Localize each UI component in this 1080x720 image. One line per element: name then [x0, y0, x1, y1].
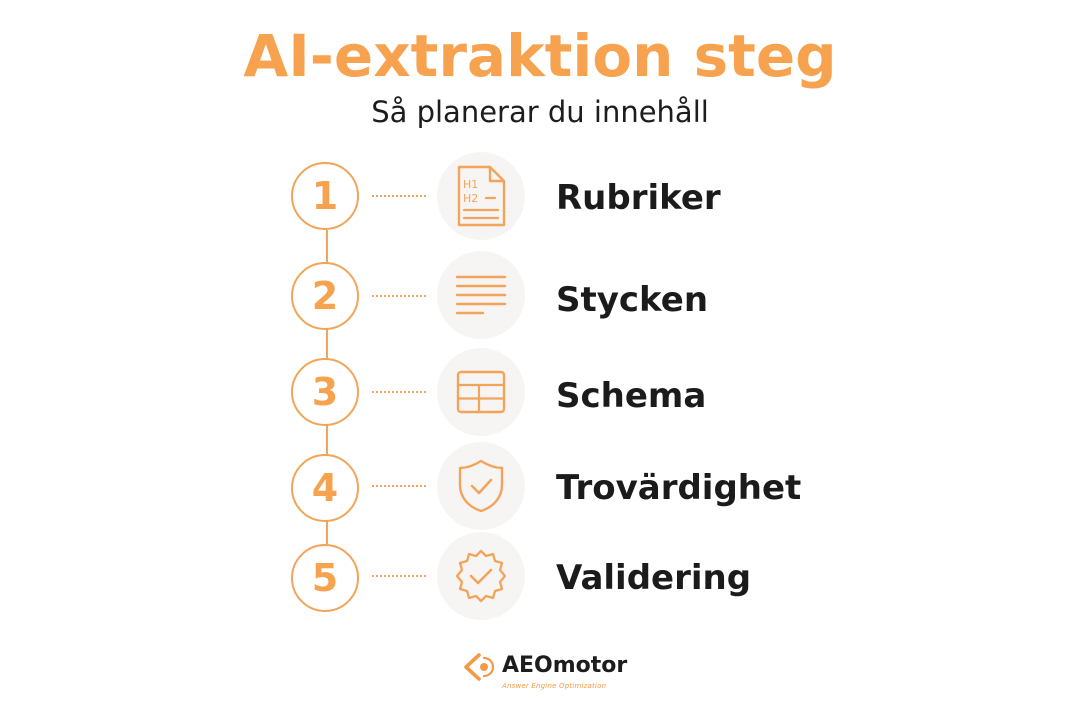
step-label: Rubriker: [556, 178, 721, 218]
badge-check-icon: [455, 549, 507, 603]
brand-footer: AEOmotor Answer Engine Optimization: [462, 651, 642, 695]
step-number-badge: 5: [291, 544, 359, 612]
heading-level-2-text: H2: [463, 192, 478, 205]
step-label: Trovärdighet: [556, 468, 802, 508]
step-icon-circle: H1 H2: [437, 152, 525, 240]
step-number-badge: 3: [291, 358, 359, 426]
step-number-badge: 1: [291, 162, 359, 230]
chevron-target-logo: [464, 653, 495, 681]
brand-tagline: Answer Engine Optimization: [502, 682, 607, 690]
step-number-badge: 2: [291, 262, 359, 330]
step-label: Schema: [556, 376, 707, 416]
dotted-connector: [372, 391, 426, 393]
dotted-connector: [372, 295, 426, 297]
step-connector: [326, 328, 328, 358]
table-grid-icon: [456, 370, 506, 414]
step-label: Validering: [556, 558, 752, 598]
step-label: Stycken: [556, 280, 709, 320]
dotted-connector: [372, 575, 426, 577]
step-icon-circle: [437, 442, 525, 530]
page-title: AI-extraktion steg: [243, 22, 837, 90]
headings-document-icon: H1 H2: [457, 165, 506, 227]
step-connector: [326, 520, 328, 544]
step-connector: [326, 424, 328, 454]
step-icon-circle: [437, 532, 525, 620]
step-connector: [326, 230, 328, 262]
step-icon-circle: [437, 348, 525, 436]
paragraph-lines-icon: [455, 275, 507, 315]
dotted-connector: [372, 485, 426, 487]
step-number-badge: 4: [291, 454, 359, 522]
dotted-connector: [372, 195, 426, 197]
heading-level-1-text: H1: [463, 178, 478, 191]
shield-check-icon: [458, 459, 504, 513]
page-subtitle: Så planerar du innehåll: [371, 95, 709, 129]
step-icon-circle: [437, 251, 525, 339]
brand-name: AEOmotor: [502, 653, 628, 678]
